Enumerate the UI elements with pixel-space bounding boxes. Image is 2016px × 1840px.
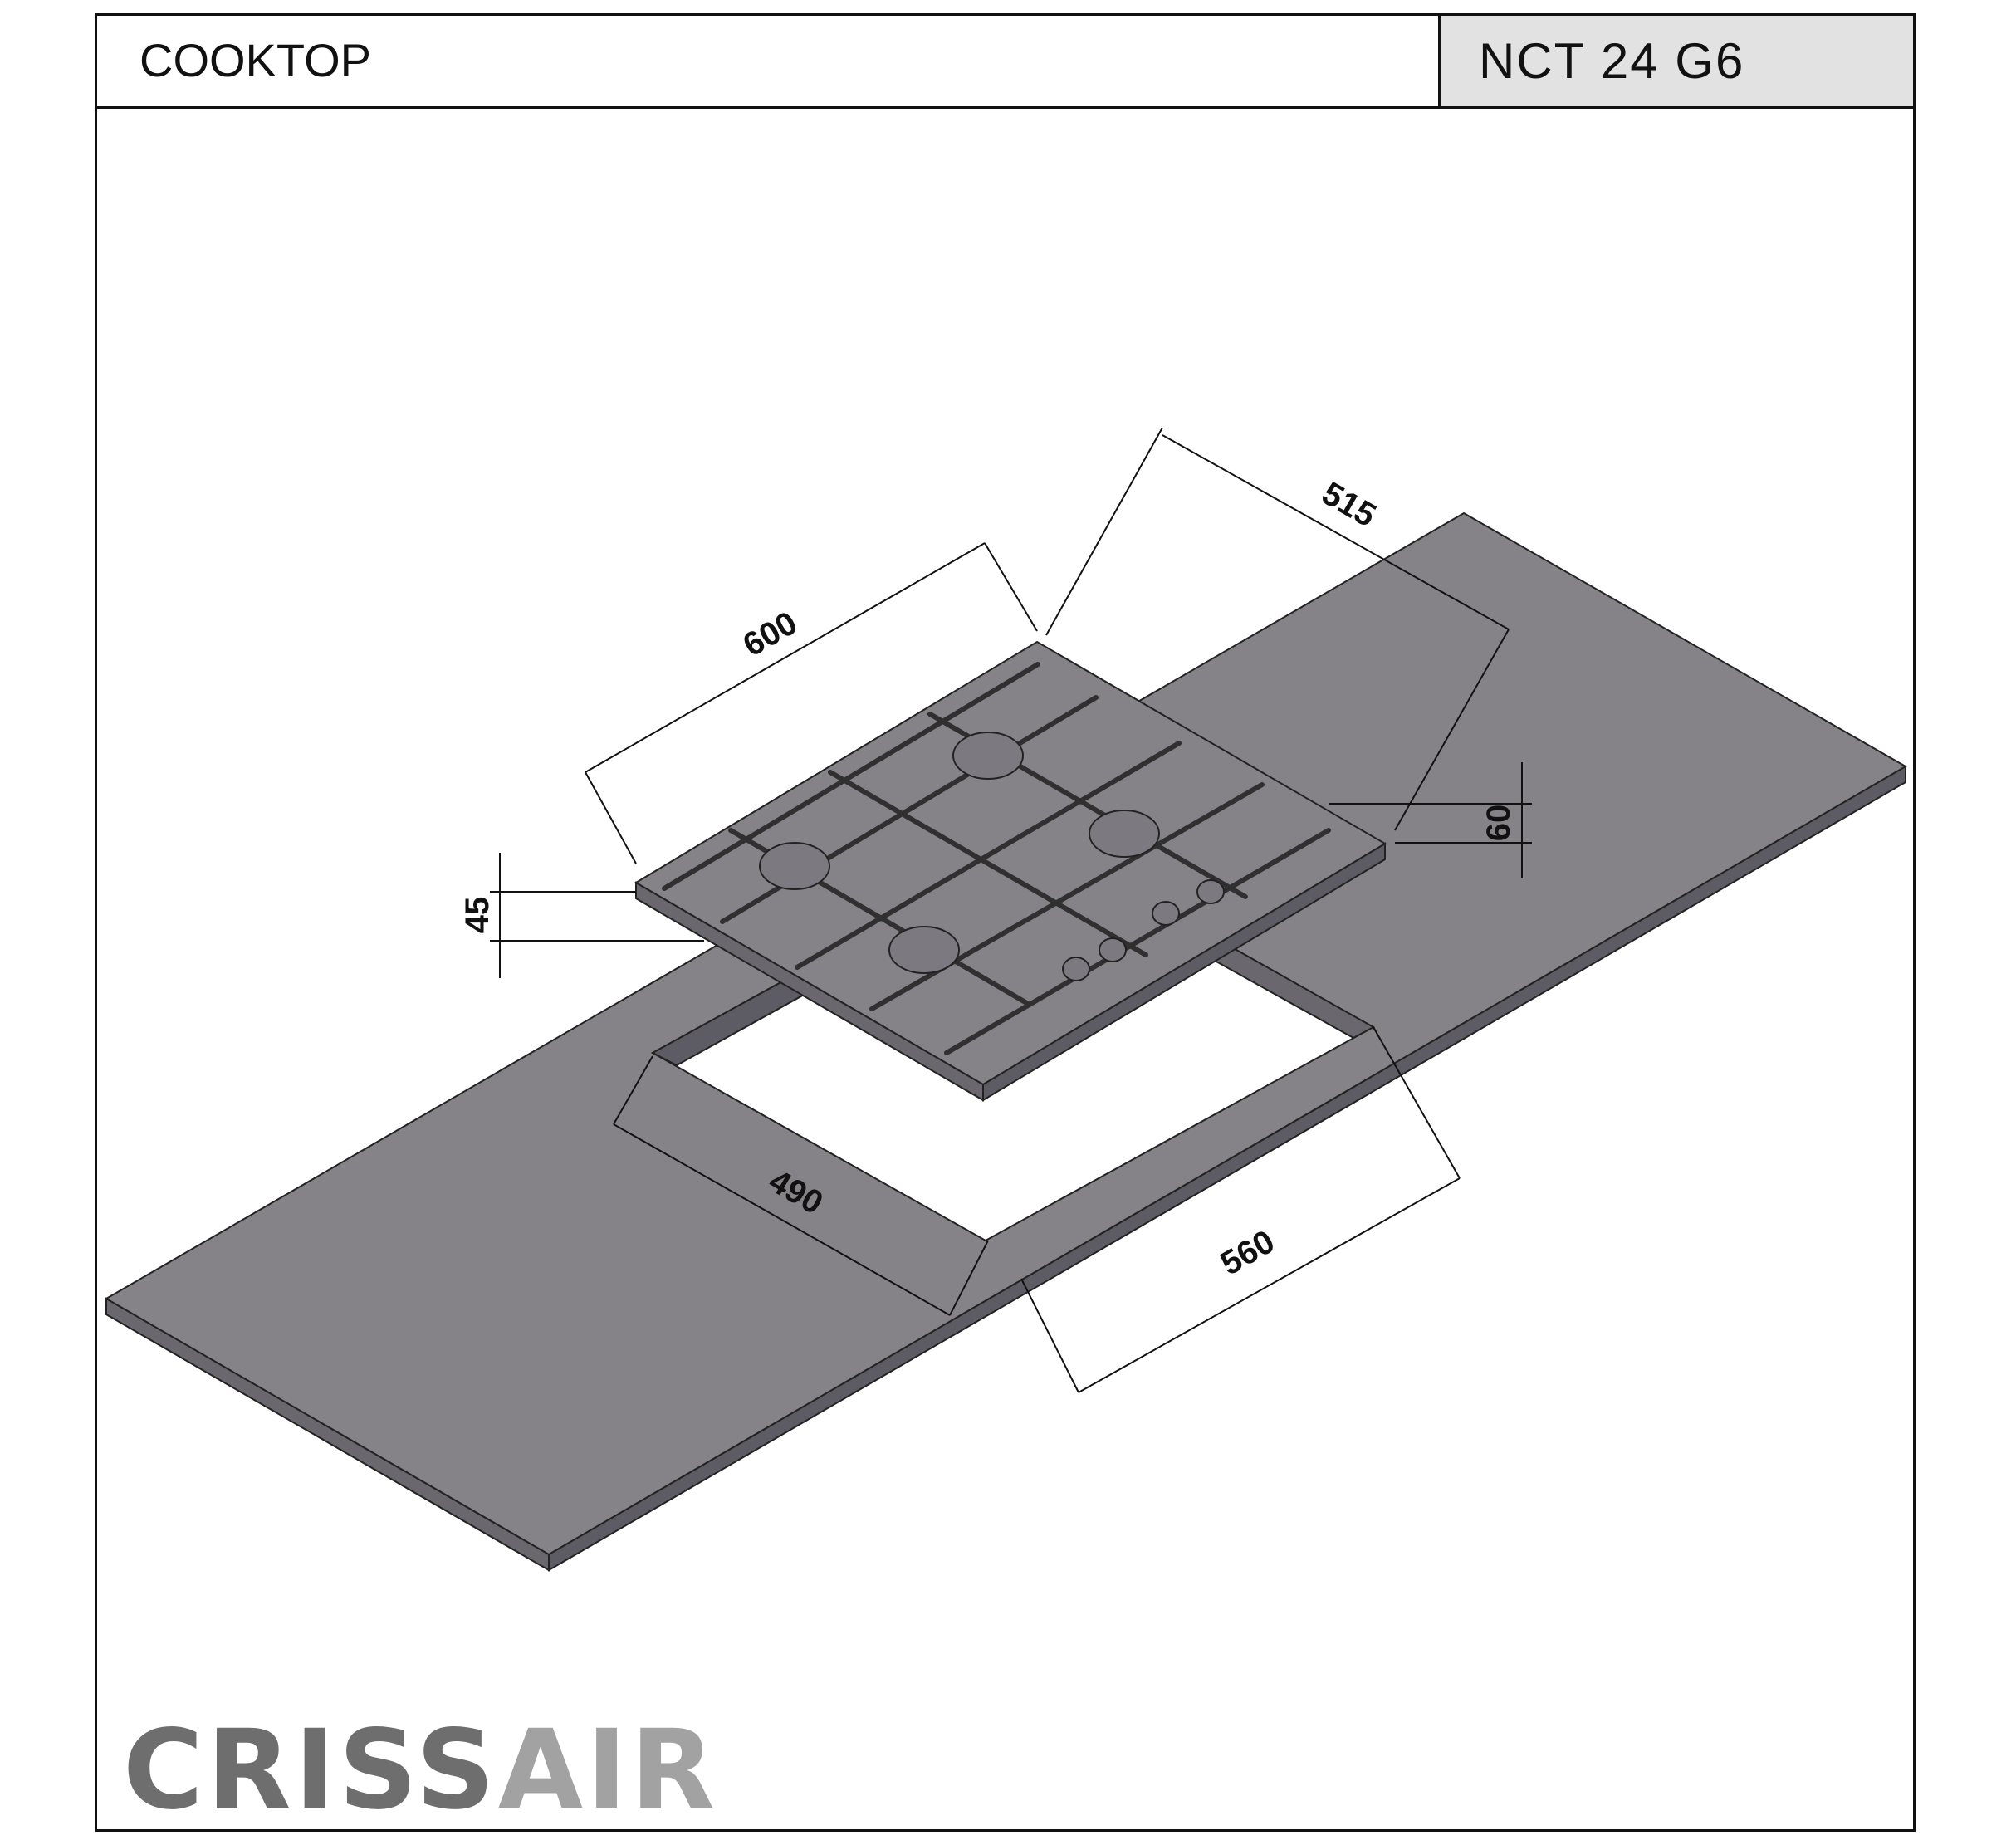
knob-icon — [1152, 901, 1180, 926]
drawing-title: COOKTOP — [95, 13, 1438, 109]
dimension-600: 600 — [737, 604, 804, 663]
burner-icon — [952, 732, 1024, 780]
burner-icon — [888, 926, 960, 974]
knob-icon — [1062, 957, 1090, 981]
burner-icon — [1089, 810, 1160, 858]
cooktop — [634, 640, 1387, 1102]
dimension-45: 45 — [459, 897, 496, 934]
burner-icon — [759, 842, 830, 890]
dimension-515: 515 — [1316, 475, 1382, 534]
knob-icon — [1099, 937, 1127, 962]
model-number: NCT 24 G6 — [1438, 13, 1916, 109]
dimension-560: 560 — [1215, 1223, 1281, 1282]
logo-part-air: AIR — [497, 1706, 718, 1834]
knob-icon — [1196, 879, 1225, 904]
burners — [759, 732, 1160, 974]
logo-part-criss: CRISS — [123, 1706, 498, 1834]
drawing-frame — [95, 13, 1916, 1832]
dimension-lines — [490, 427, 1532, 1393]
knobs — [1062, 879, 1225, 981]
brand-logo: CRISSAIR — [123, 1706, 718, 1834]
dimension-60: 60 — [1480, 805, 1517, 842]
